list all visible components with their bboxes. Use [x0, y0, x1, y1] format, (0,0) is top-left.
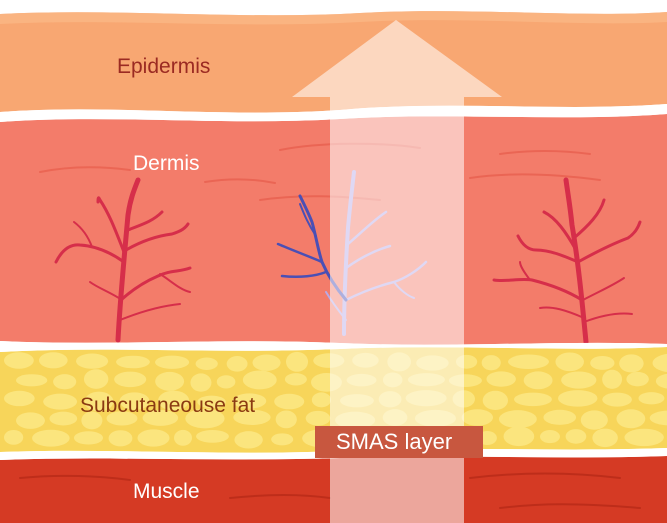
- fat-cell: [232, 393, 267, 409]
- fat-cell: [234, 431, 263, 449]
- dermis-label: Dermis: [133, 152, 200, 175]
- fat-cell: [43, 393, 78, 410]
- fat-cell: [649, 410, 667, 426]
- fat-cell: [486, 371, 516, 387]
- fat-cell: [81, 411, 103, 430]
- fat-cell: [242, 370, 277, 390]
- fat-cell: [539, 430, 560, 444]
- fat-cell: [271, 433, 294, 446]
- fat-cell: [624, 428, 664, 447]
- fat-cell: [76, 353, 109, 369]
- fat-cell: [616, 409, 646, 429]
- fat-cell: [590, 356, 615, 370]
- fat-cell: [461, 409, 494, 426]
- fat-cell: [114, 371, 147, 388]
- fat-cell: [482, 390, 509, 411]
- fat-cell: [106, 411, 138, 426]
- fat-cell: [190, 373, 212, 392]
- fat-cell: [543, 409, 577, 425]
- fat-cell: [284, 373, 307, 386]
- fat-cell: [285, 351, 309, 372]
- fat-cell: [652, 353, 667, 373]
- fat-cell: [508, 354, 549, 370]
- fat-cell: [197, 395, 226, 409]
- fat-cell: [158, 390, 190, 411]
- fat-cell: [274, 393, 305, 410]
- fat-cell: [498, 410, 537, 429]
- fat-cell: [602, 392, 632, 407]
- fat-cell: [252, 354, 281, 371]
- smas-layer-box: [315, 426, 483, 458]
- fat-cell: [216, 375, 236, 389]
- fat-cell: [561, 371, 597, 389]
- fat-cell: [119, 392, 150, 410]
- fat-label: Subcutaneouse fat: [80, 394, 256, 417]
- fat-cell: [4, 352, 34, 369]
- fat-cell: [580, 410, 608, 430]
- epidermis-label: Epidermis: [117, 55, 211, 78]
- fat-cell: [155, 371, 185, 391]
- fat-cell: [196, 429, 229, 443]
- fat-cell: [4, 390, 35, 407]
- fat-cell: [4, 429, 24, 445]
- fat-cell: [32, 429, 70, 447]
- blood-vessel-left: [54, 177, 192, 343]
- fat-cell: [602, 369, 623, 389]
- fat-cell: [311, 392, 332, 408]
- fat-cell: [116, 355, 150, 369]
- fat-cell: [174, 429, 193, 446]
- muscle-label: Muscle: [133, 480, 200, 503]
- fat-cell: [619, 354, 644, 373]
- up-arrow: [292, 20, 502, 523]
- fat-cell: [195, 357, 218, 370]
- fat-cell: [83, 369, 109, 389]
- fat-cell: [226, 356, 248, 372]
- fat-cell: [233, 409, 271, 425]
- fat-cell: [185, 408, 225, 429]
- fat-cell: [84, 391, 114, 412]
- fat-cell: [523, 371, 553, 390]
- fat-cell: [565, 429, 587, 444]
- fat-cell: [16, 412, 45, 429]
- smas-label: SMAS layer: [336, 429, 453, 454]
- fat-cell: [15, 374, 48, 387]
- fat-cell: [142, 409, 179, 426]
- fat-cell: [305, 410, 331, 426]
- fat-cell: [513, 392, 552, 407]
- fat-cell: [49, 411, 78, 426]
- fat-cell: [38, 352, 68, 369]
- fat-cell: [558, 390, 598, 407]
- fat-cell: [638, 392, 665, 405]
- fat-cell: [503, 426, 535, 447]
- fat-cell: [108, 430, 133, 447]
- fat-cell: [655, 373, 667, 389]
- fat-cell: [137, 429, 170, 447]
- fat-cell: [155, 355, 190, 369]
- fat-cell: [592, 428, 618, 448]
- blood-vessel-right: [492, 177, 642, 345]
- fat-cell: [73, 431, 104, 445]
- fat-cell: [555, 352, 584, 372]
- fat-cell: [275, 410, 297, 429]
- epidermis-layer: [0, 11, 667, 113]
- fat-cell: [626, 371, 649, 387]
- fat-cell: [53, 374, 77, 390]
- fat-cell: [481, 355, 501, 371]
